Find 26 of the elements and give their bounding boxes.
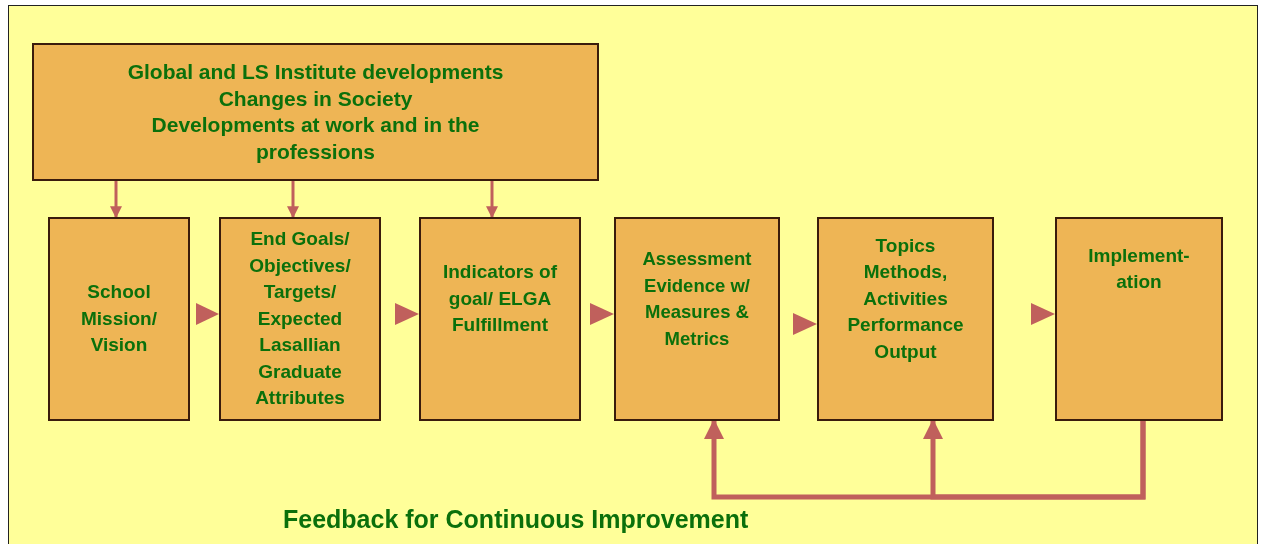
box-text: Topics Methods, Activities Performance Output bbox=[846, 233, 965, 364]
box-text: Changes in Society bbox=[218, 85, 413, 112]
arrow bbox=[287, 181, 299, 219]
box-text: Implement- ation bbox=[1087, 243, 1191, 294]
box-text: Indicators of goal/ ELGA Fulfillment bbox=[442, 260, 558, 338]
chevron-arrow bbox=[1031, 303, 1055, 325]
arrow bbox=[110, 181, 122, 219]
feedback-caption: Feedback for Continuous Improvement bbox=[283, 505, 749, 534]
process-box bbox=[817, 217, 994, 421]
process-box bbox=[219, 217, 381, 421]
chevron-arrow bbox=[590, 303, 614, 325]
box-text: Developments at work and in the professions bbox=[150, 112, 481, 165]
chevron-arrow bbox=[793, 313, 817, 335]
chevron-arrow bbox=[196, 303, 219, 325]
context-box bbox=[32, 43, 599, 181]
process-box bbox=[1055, 217, 1223, 421]
box-text: Assessment Evidence w/ Measures & Metrics bbox=[641, 247, 753, 351]
process-box bbox=[48, 217, 190, 421]
chevron-arrow bbox=[395, 303, 419, 325]
box-text: End Goals/ Objectives/ Targets/ Expected Lasallian Graduate Attributes bbox=[248, 227, 352, 411]
feedback-arrow bbox=[923, 419, 1146, 500]
process-box bbox=[614, 217, 780, 421]
box-text: Global and LS Institute developments bbox=[127, 59, 504, 85]
process-box bbox=[419, 217, 581, 421]
box-text: School Mission/ Vision bbox=[80, 280, 158, 358]
arrow bbox=[486, 181, 498, 219]
